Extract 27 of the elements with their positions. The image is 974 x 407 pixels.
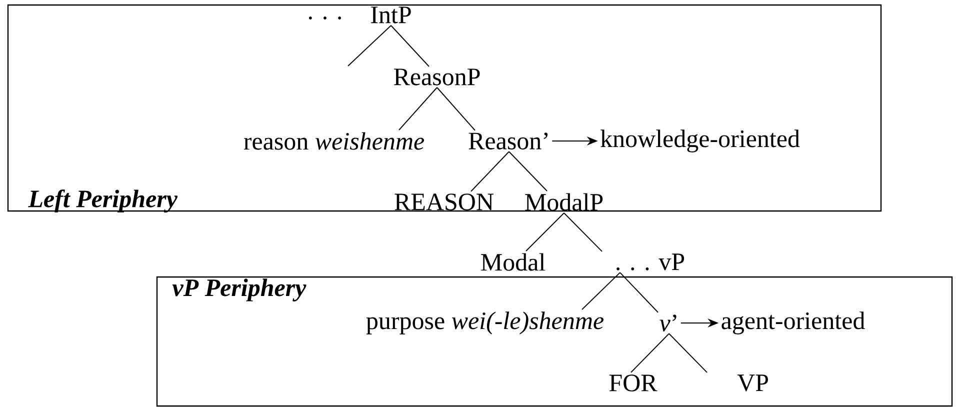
tree-label: agent-oriented xyxy=(722,312,865,334)
tree-branch xyxy=(390,25,430,67)
tree-label: REASON xyxy=(394,194,494,210)
tree-label: . . . vP xyxy=(616,254,684,270)
tree-branch xyxy=(470,151,510,192)
tree-label: purpose wei(-le)shenme xyxy=(366,312,604,334)
tree-branch xyxy=(630,333,670,373)
tree-label: ModalP xyxy=(525,193,603,211)
tree-label: Reason’ xyxy=(468,132,548,150)
tree-branch xyxy=(508,151,548,192)
tree-branch xyxy=(436,87,476,131)
tree-label: IntP xyxy=(371,6,411,24)
tree-branch xyxy=(582,272,620,310)
tree-label: Modal xyxy=(481,253,546,271)
tree-branch xyxy=(564,212,602,252)
tree-branch xyxy=(398,87,438,130)
tree-label: VP xyxy=(737,374,768,392)
tree-label: reason weishenme xyxy=(244,132,424,150)
tree-label: knowledge-oriented xyxy=(600,130,800,152)
tree-branch xyxy=(348,25,392,66)
tree-branch xyxy=(668,333,708,373)
tree-label: v’ xyxy=(660,314,676,332)
tree-branch xyxy=(620,272,658,313)
ellipsis-label: . . . xyxy=(308,16,342,20)
tree-branch xyxy=(526,212,564,252)
tree-label: FOR xyxy=(609,374,658,392)
tree-label: ReasonP xyxy=(394,68,480,86)
